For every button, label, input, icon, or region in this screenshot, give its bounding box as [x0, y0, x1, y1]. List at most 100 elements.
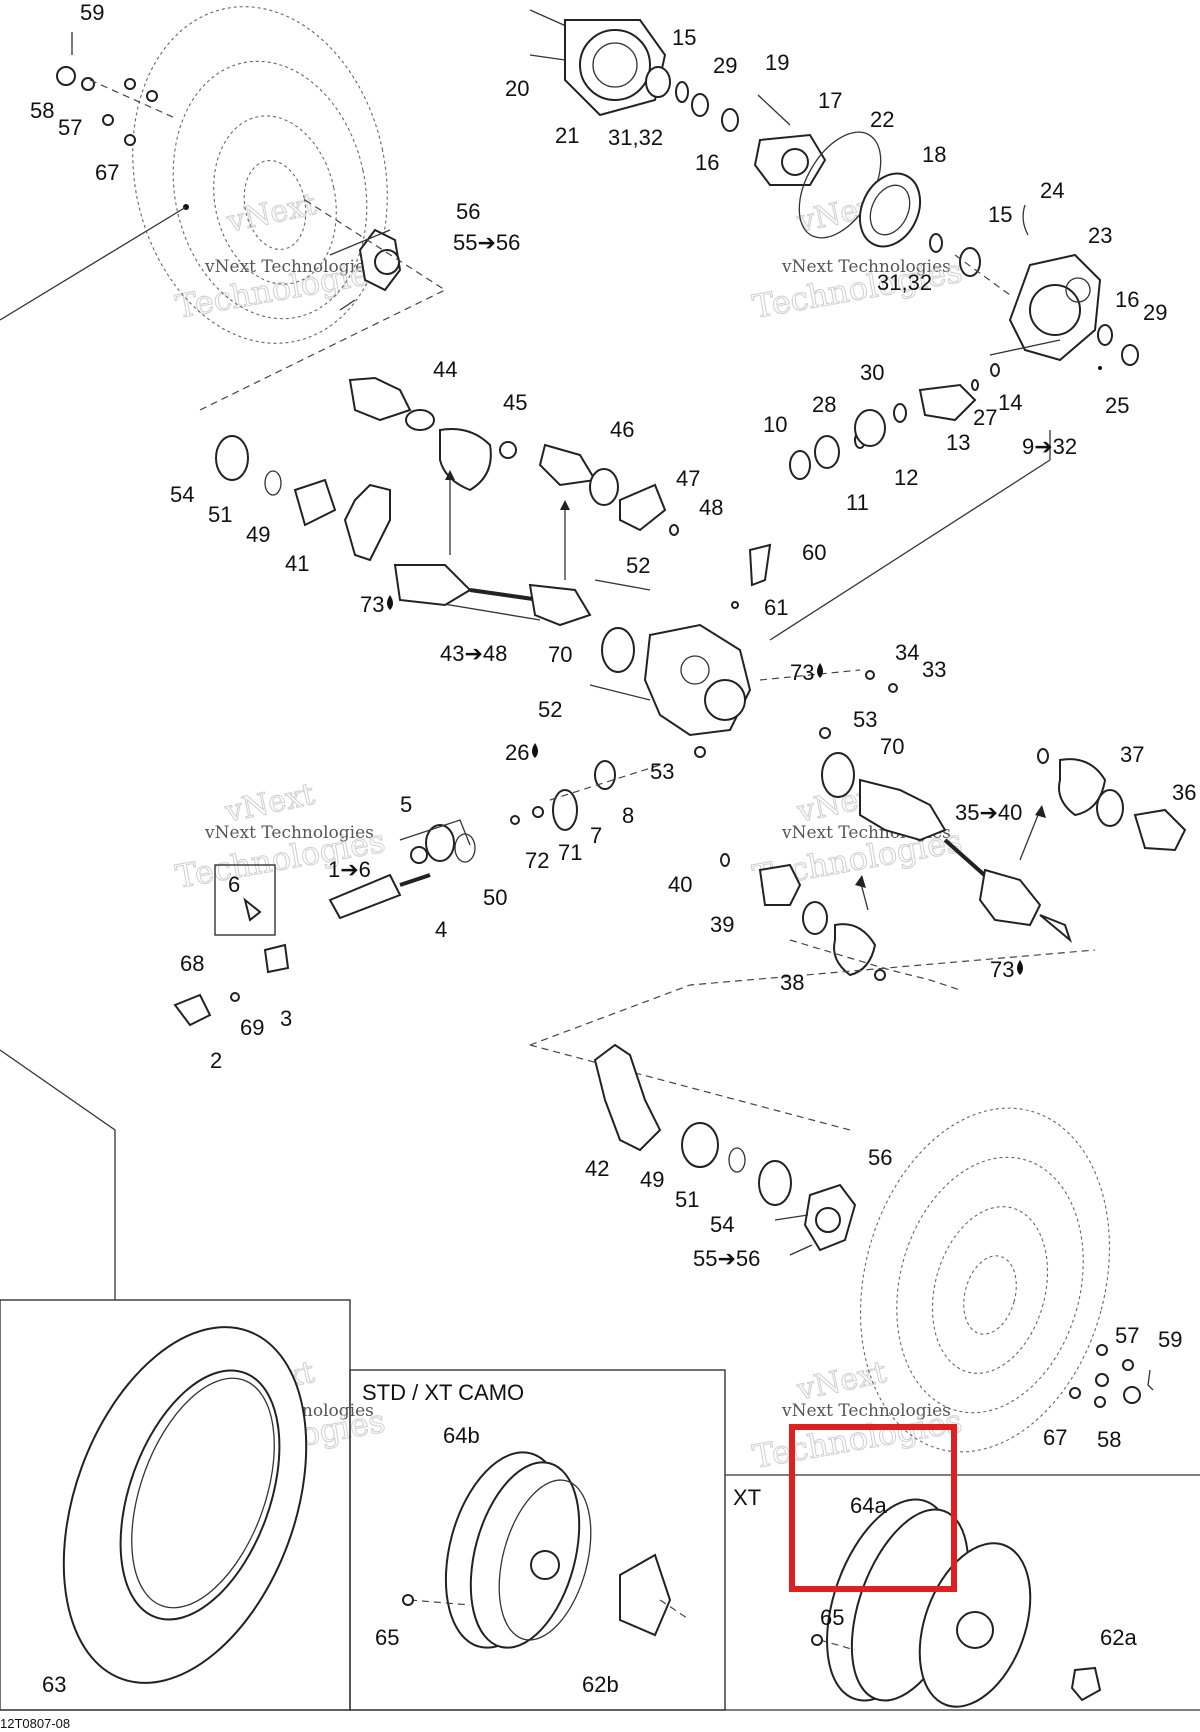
part-label-7: 7: [590, 823, 602, 848]
part-label-71: 71: [558, 840, 582, 865]
part-label-67: 67: [95, 160, 119, 185]
part-label-25: 25: [1105, 393, 1129, 418]
part-label-55-56: 55➔56: [693, 1246, 760, 1271]
upper-driveshaft: [348, 376, 679, 627]
bottom-panels: [0, 1049, 1200, 1711]
part-label-16: 16: [695, 150, 719, 175]
part-label-22: 22: [870, 107, 894, 132]
section-title-xt: XT: [733, 1485, 761, 1510]
part-label-10: 10: [763, 412, 787, 437]
part-label-65: 65: [820, 1605, 844, 1630]
highlight-box-64a: [789, 1424, 957, 1592]
part-label-39: 39: [710, 912, 734, 937]
part-label-54: 54: [170, 482, 194, 507]
right-driveshaft: [720, 748, 1187, 991]
part-label-68: 68: [180, 951, 204, 976]
part-label-15: 15: [672, 25, 696, 50]
part-label-30: 30: [860, 360, 884, 385]
part-label-73: 73: [790, 660, 814, 685]
prop-shaft: [173, 760, 661, 1027]
lower-knuckle: [529, 949, 1096, 1256]
part-label-12: 12: [894, 465, 918, 490]
part-label-49: 49: [640, 1167, 664, 1192]
part-label-56: 56: [868, 1145, 892, 1170]
part-label-73: 73: [360, 592, 384, 617]
part-label-45: 45: [503, 390, 527, 415]
part-label-64a: 64a: [850, 1493, 887, 1518]
part-label-8: 8: [622, 803, 634, 828]
part-label-51: 51: [208, 502, 232, 527]
part-label-29: 29: [713, 53, 737, 78]
part-label-29: 29: [1143, 300, 1167, 325]
part-label-31-32: 31,32: [608, 125, 663, 150]
part-label-21: 21: [555, 123, 579, 148]
wheel-64b: [402, 1451, 691, 1649]
part-label-1-6: 1➔6: [328, 857, 371, 882]
part-label-57: 57: [58, 115, 82, 140]
tire-front-left: [0, 6, 388, 344]
part-label-43-48: 43➔48: [440, 641, 507, 666]
wheel-nut-group-top: [56, 32, 176, 146]
part-label-19: 19: [765, 50, 789, 75]
svg-text:vNext: vNext: [223, 187, 319, 240]
upper-knuckle: [215, 435, 391, 562]
part-label-48: 48: [699, 495, 723, 520]
part-label-69: 69: [240, 1015, 264, 1040]
part-label-42: 42: [585, 1156, 609, 1181]
part-label-54: 54: [710, 1212, 734, 1237]
tire-63: [62, 1326, 308, 1684]
part-label-72: 72: [525, 848, 549, 873]
part-label-59: 59: [80, 0, 104, 25]
svg-text:vNext Technologies: vNext Technologies: [204, 257, 374, 277]
part-label-52: 52: [626, 553, 650, 578]
part-label-73: 73: [990, 957, 1014, 982]
part-label-47: 47: [676, 466, 700, 491]
part-label-3: 3: [280, 1006, 292, 1031]
part-label-23: 23: [1088, 223, 1112, 248]
part-label-59: 59: [1158, 1327, 1182, 1352]
part-label-57: 57: [1115, 1323, 1139, 1348]
part-label-17: 17: [818, 88, 842, 113]
part-label-2: 2: [210, 1048, 222, 1073]
oil-drop-icon: [1017, 960, 1023, 975]
part-label-31-32: 31,32: [877, 270, 932, 295]
part-label-24: 24: [1040, 178, 1064, 203]
part-label-64b: 64b: [443, 1423, 480, 1448]
part-label-70: 70: [548, 642, 572, 667]
pinion-parts: [789, 363, 1000, 480]
part-label-18: 18: [922, 142, 946, 167]
part-label-34: 34: [895, 640, 919, 665]
diff-housing-rear: [989, 204, 1139, 370]
part-label-53: 53: [853, 707, 877, 732]
part-label-15: 15: [988, 202, 1012, 227]
section-title-std-xt-camo: STD / XT CAMO: [362, 1380, 524, 1405]
part-label-58: 58: [30, 98, 54, 123]
part-label-41: 41: [285, 551, 309, 576]
part-label-36: 36: [1172, 780, 1196, 805]
part-label-14: 14: [998, 390, 1022, 415]
part-label-62a: 62a: [1100, 1625, 1137, 1650]
part-label-55-56: 55➔56: [453, 230, 520, 255]
part-label-20: 20: [505, 76, 529, 101]
part-labels: 5958576720211531,322916191722185655➔5624…: [30, 0, 1196, 1697]
part-label-53: 53: [650, 759, 674, 784]
part-label-27: 27: [973, 405, 997, 430]
watermark-bottom-right: vNext vNext Technologies Technologies: [749, 1354, 965, 1476]
part-label-65: 65: [375, 1625, 399, 1650]
part-label-70: 70: [880, 734, 904, 759]
part-label-13: 13: [946, 430, 970, 455]
part-label-60: 60: [802, 540, 826, 565]
part-label-58: 58: [1097, 1427, 1121, 1452]
part-label-56: 56: [456, 199, 480, 224]
part-label-44: 44: [433, 357, 457, 382]
watermark-top-right: vNext vNext Technologies Technologies: [749, 186, 965, 326]
wheel-hub-top: [199, 199, 447, 411]
part-label-9-32: 9➔32: [1022, 434, 1077, 459]
part-label-40: 40: [668, 872, 692, 897]
part-label-61: 61: [764, 595, 788, 620]
oil-drop-icon: [817, 663, 823, 678]
svg-text:vNext Technologies: vNext Technologies: [781, 257, 951, 277]
part-label-51: 51: [675, 1187, 699, 1212]
part-label-63: 63: [42, 1672, 66, 1697]
part-label-38: 38: [780, 970, 804, 995]
